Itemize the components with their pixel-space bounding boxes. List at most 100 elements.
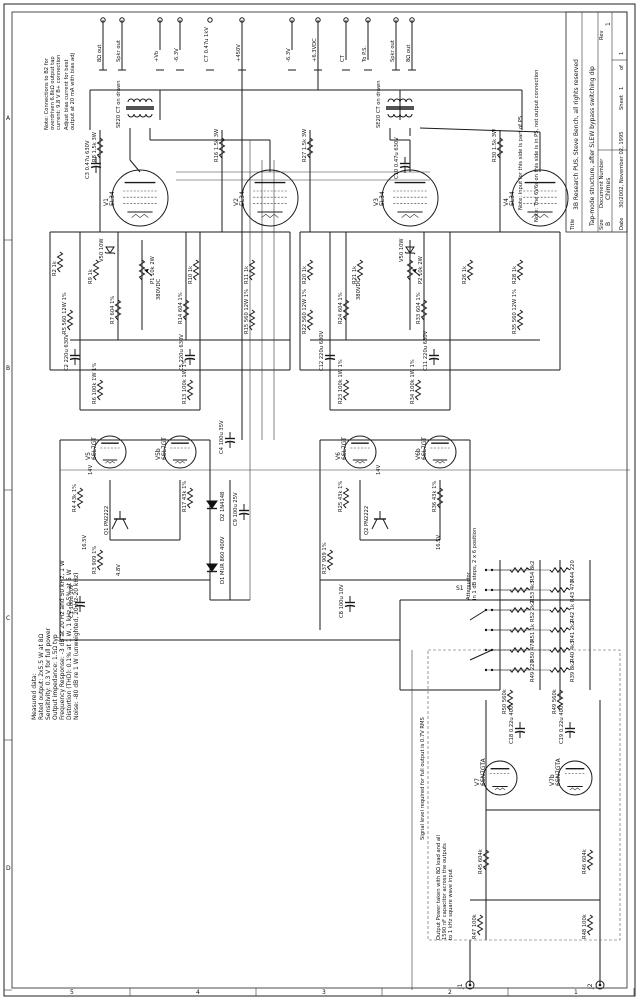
transistor-collector — [371, 518, 378, 530]
capacitor-label: C12 220u 630V — [319, 330, 325, 371]
resistor: R24 604 1% — [338, 292, 350, 324]
capacitor: C9 100u 25V — [233, 492, 250, 526]
input-note-text: Signal level required for full output is… — [420, 717, 426, 840]
resistor-zigzag — [56, 251, 64, 273]
terminal-ring — [365, 17, 371, 23]
switch-wiper[interactable] — [469, 649, 493, 661]
resistor-zigzag — [482, 849, 490, 871]
attenuator-resistor-label: R43 470 — [570, 580, 576, 602]
terminal-ring — [157, 17, 163, 23]
capacitor-plate — [74, 604, 86, 608]
resistor-zigzag — [414, 379, 422, 401]
coil-turn — [145, 98, 153, 103]
resistor: R23 100k 1W 1% — [338, 359, 350, 404]
resistor-label: R25 43k 1% — [338, 481, 344, 512]
resistor-label: R9 1k — [88, 269, 94, 284]
coil-turn — [387, 113, 395, 118]
resistor-label: R35 560 12W 1% — [512, 289, 518, 334]
resistor-label: R7 604 1% — [110, 296, 116, 324]
resistor: R36 43k 1% — [432, 481, 444, 512]
resistor-zigzag — [76, 487, 84, 509]
terminal-ring — [343, 17, 349, 23]
capacitor-plate — [428, 357, 440, 361]
grid-col-mark: 2 — [448, 989, 452, 996]
resistor-zigzag — [586, 849, 594, 871]
date-label: Date — [619, 218, 625, 230]
coil-turn — [405, 98, 413, 103]
resistor-label: R6 100k 1W 1% — [92, 363, 98, 404]
terminal-ring — [239, 17, 245, 23]
resistor: R30 1.5k 3W — [492, 129, 504, 162]
voltage-annotation: 16.5V — [82, 534, 88, 550]
left-notes: Note: Connections to B2 for overdriven 6… — [44, 53, 76, 130]
resistor-label: R48 100k — [582, 914, 588, 939]
resistor: R16 1.5k 3W — [214, 129, 226, 162]
resistor-label: R8 1.5k 3W — [92, 132, 98, 162]
coil-turn — [393, 98, 401, 103]
bias-pot[interactable]: P1 10k 2W — [138, 256, 157, 284]
of-value: 1 — [619, 52, 625, 55]
coil-turn — [139, 98, 147, 103]
pot-track — [406, 259, 414, 281]
left-note-4: output at 20 mA with bias adj — [70, 53, 76, 130]
terminal-ring — [100, 17, 106, 23]
capacitor: C18 0.22u 400V — [509, 702, 526, 744]
pot-track — [138, 259, 146, 281]
connector-terminal: +450V — [236, 17, 246, 71]
switch-wiper[interactable] — [469, 609, 487, 621]
tube-envelope — [241, 169, 299, 227]
tube-designator: V4 — [503, 198, 510, 206]
tube-type: EL34 — [239, 191, 246, 206]
transformer-label: SE20 CT on drawn — [376, 80, 382, 128]
resistor-label: R16 1.5k 3W — [214, 129, 220, 162]
bias-pot[interactable]: P2 10k 2W — [406, 256, 425, 284]
capacitor: C10 0.47u 630V — [394, 137, 411, 179]
resistor-label: R15 560 12W 1% — [244, 289, 250, 334]
grid-row-mark: D — [6, 865, 11, 872]
coil-turn — [133, 98, 141, 103]
attenuator-resistor-label: R52 2k2 — [530, 601, 536, 622]
resistor-label: R5 560 12W 1% — [62, 292, 68, 334]
tube-designator: V6 — [335, 452, 342, 460]
transistor: Q1 PN2222 — [104, 506, 129, 535]
spec-3: Output impedance: 1.5Ω typ — [52, 634, 59, 720]
connector-label: Spkr out — [116, 40, 122, 62]
title-text: 3B Research PUS, Steve Bench, all rights… — [573, 59, 580, 210]
connector-label: To P.S. — [362, 46, 368, 63]
attenuator-resistor: R50 470 — [484, 640, 536, 662]
tube-heater — [401, 213, 419, 218]
title-block: Title 3B Research PUS, Steve Bench, all … — [565, 11, 628, 233]
connector-terminal: To P.S. — [362, 17, 372, 71]
connector-label: +Vb — [154, 50, 160, 62]
attenuator-zigzag — [549, 646, 571, 654]
resistor: R5 560 12W 1% — [62, 292, 74, 334]
resistor: R8 1.5k 3W — [92, 132, 104, 162]
transistor-emitter — [382, 518, 389, 530]
resistor-zigzag — [192, 259, 200, 281]
tube-designator: V6b — [415, 448, 422, 460]
connector-terminal: -6.3V — [174, 17, 184, 71]
coil-turn — [139, 113, 147, 118]
connector-label: -6.3V — [286, 48, 292, 62]
voltage-annotation: 14V — [88, 464, 94, 475]
attenuator-resistor-label: R39 8k2 — [570, 661, 576, 682]
rca-input-jack[interactable]: J2 — [587, 980, 605, 990]
diode: D2 1N4148 — [206, 492, 226, 521]
resistor-zigzag — [506, 689, 514, 711]
capacitor-label: C9 100u 25V — [233, 492, 239, 526]
capacitor-plate — [90, 165, 102, 169]
resistor-zigzag — [586, 914, 594, 936]
attenuator-resistor: R44 220 — [490, 560, 576, 582]
rca-input-jack[interactable]: J1 — [457, 980, 475, 990]
resistor-label: R30 1.5k 3W — [492, 129, 498, 162]
tube-envelope — [482, 760, 518, 796]
grid-row-mark: C — [6, 615, 10, 622]
spec-2: Sensitivity: 0.3 V for full power — [45, 627, 52, 720]
